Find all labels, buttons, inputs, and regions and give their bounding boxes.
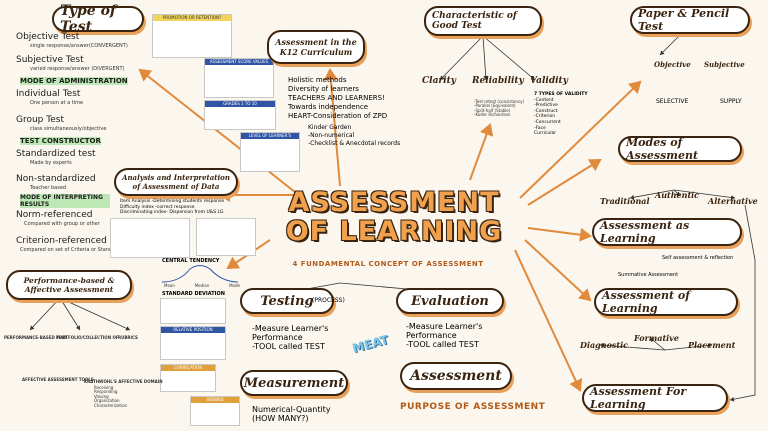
validity-label: Validity — [530, 76, 568, 86]
group-test: Group Test — [16, 115, 64, 125]
supply-label: SUPPLY — [720, 98, 742, 105]
subjective-label: Subjective — [704, 60, 745, 69]
subjective-test: Subjective Test — [16, 55, 84, 65]
perf-col-2: PORTFOLIO/COLLECTION OF — [56, 335, 119, 340]
non-standardized-note: Teacher based — [30, 185, 67, 191]
scoring-card: ASSESSMENT SCORE VALUES — [204, 58, 274, 98]
criterion-referenced: Criterion-referenced — [16, 236, 107, 246]
std-dev-table — [160, 298, 226, 324]
testing-lines: -Measure Learner's Performance -TOOL cal… — [252, 324, 329, 351]
reliability-list: -Test-retest (consistency) -Parallel (Eq… — [474, 99, 525, 118]
summative-label: Summative Assessment — [618, 272, 679, 278]
objective-test-note: single response/answer(CONVERGENT) — [30, 43, 128, 49]
std-dev-title: STANDARD DEVIATION — [162, 291, 225, 297]
main-title: ASSESSMENT OF LEARNING — [285, 187, 503, 247]
testing-title: Testing — [240, 288, 334, 314]
mode-of-administration: MODE OF ADMINISTRATION — [20, 77, 128, 85]
authentic-label: Authentic — [655, 190, 700, 200]
skewed-card: SKEWED — [190, 396, 240, 426]
performance-title: Performance-based & Affective Assessment — [6, 270, 132, 300]
modes-title: Modes of Assessment — [618, 136, 742, 162]
kinder-notes: Kinder Garden -Non-numerical -Checklist … — [308, 124, 401, 147]
relative-position-card: RELATIVE POSITION — [160, 326, 226, 360]
perf-col-3: RUBRICS — [118, 335, 138, 340]
measurement-title: Measurement — [240, 370, 348, 396]
of-learning-title: Assessment of Learning — [594, 288, 738, 316]
discrimination-table — [196, 218, 256, 256]
non-standardized-test: Non-standardized — [16, 174, 96, 184]
diagnostic-label: Diagnostic — [580, 340, 629, 350]
clarity-label: Clarity — [422, 76, 456, 86]
traditional-label: Traditional — [600, 196, 650, 206]
perf-col-1: PERFORMANCE-BASED TEST — [4, 335, 68, 340]
measurement-lines: Numerical-Quantity (HOW MANY?) — [252, 405, 331, 423]
subjective-test-note: varied response/answer (DIVERGENT) — [30, 66, 125, 72]
selective-label: SELECTIVE — [656, 98, 689, 105]
evaluation-lines: -Measure Learner's Performance -TOOL cal… — [406, 322, 483, 349]
validity-types: 7 TYPES OF VALIDITY -Content -Predictive… — [534, 92, 588, 137]
krathwohl-title: KRATHWOHL'S AFFECTIVE DOMAIN — [84, 379, 163, 384]
four-concepts: 4 FUNDAMENTAL CONCEPT OF ASSESSMENT — [292, 260, 484, 268]
alternative-label: Alternative — [708, 196, 758, 206]
learners-progress-card: LEVEL OF LEARNER'S PROGRESS — [240, 132, 300, 172]
objective-test: Objective Test — [16, 32, 80, 42]
k12-bullets: Holistic methods Diversity of learners T… — [288, 76, 388, 120]
objective-label: Objective — [654, 60, 691, 69]
analysis-title: Analysis and Interpretation of Assessmen… — [114, 168, 238, 196]
assessment-box-title: Assessment — [400, 362, 512, 390]
group-test-note: class simultaneously/objective — [30, 126, 107, 132]
item-analysis-table — [110, 218, 190, 258]
individual-test: Individual Test — [16, 89, 81, 99]
paper-pencil-title: Paper & Pencil Test — [630, 6, 750, 34]
type-of-test-title: Type of Test — [52, 3, 144, 35]
reliability-label: Reliability — [472, 76, 524, 86]
evaluation-title: Evaluation — [396, 288, 504, 314]
promotion-card: PROMOTION OR RETENTION? — [152, 14, 232, 58]
krathwohl-list: Receiving Responding Valuing Organizatio… — [94, 385, 128, 408]
affective-tools: AFFECTIVE ASSESSMENT TOOLS — [22, 377, 94, 382]
standardized-test-note: Made by experts — [30, 160, 72, 166]
central-tendency-labels: Mean Median Mode — [164, 283, 240, 288]
as-learning-note: Self assessment & reflection — [662, 255, 734, 261]
standardized-test: Standardized test — [16, 149, 96, 159]
as-learning-title: Assessment as Learning — [592, 218, 742, 246]
test-constructor: TEST CONSTRUCTOR — [20, 137, 101, 145]
individual-test-note: One person at a time — [30, 100, 84, 106]
norm-referenced: Norm-referenced — [16, 210, 93, 220]
mode-of-interpreting: MODE OF INTERPRETING RESULTS — [20, 194, 110, 208]
characteristics-title: Characteristic of Good Test — [424, 6, 542, 36]
for-learning-title: Assessment For Learning — [582, 384, 728, 412]
k12-title: Assessment in the K12 Curriculum — [267, 30, 365, 64]
central-tendency-title: CENTRAL TENDENCY — [162, 258, 220, 264]
testing-process: (PROCESS) — [312, 297, 345, 304]
analysis-lines: Item Analysis -Determining students resp… — [120, 199, 225, 215]
placement-label: Placement — [688, 340, 736, 350]
formative-label: Formative — [634, 333, 679, 343]
norm-referenced-note: Compared with group or other — [24, 221, 100, 227]
central-tendency-curve — [161, 265, 239, 283]
criterion-referenced-note: Compared on set of Criteria or Standard — [20, 247, 121, 253]
correlation-card: CORRELATION — [160, 364, 216, 392]
grades-card: GRADES 1 TO 10 — [204, 100, 276, 130]
purpose-of-assessment: PURPOSE OF ASSESSMENT — [400, 402, 546, 412]
